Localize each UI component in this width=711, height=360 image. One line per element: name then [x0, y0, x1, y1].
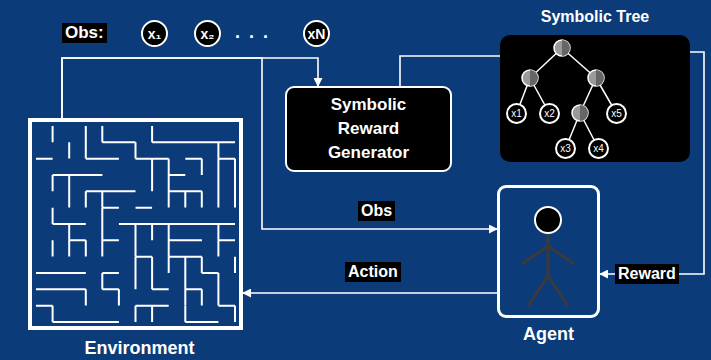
maze-drawing: [32, 122, 239, 326]
observation-circle: x₁: [141, 20, 168, 47]
edge-label: Reward: [615, 264, 679, 284]
node-text: x₁: [148, 27, 162, 41]
figure-leg: [548, 276, 568, 306]
maze-walls: [36, 126, 235, 322]
obs-heading: Obs:: [62, 23, 107, 43]
connector: [62, 58, 497, 229]
internal-node: [554, 40, 570, 56]
observation-circle: xN: [303, 20, 330, 47]
agent-box: Agent: [497, 185, 600, 318]
leaf-circle: x5: [606, 103, 627, 124]
stick-figure: [500, 188, 597, 315]
figure-arm: [522, 246, 548, 264]
tree-panel: Symbolic Treex1x2x5x3x4: [500, 35, 690, 162]
figure-leg: [528, 276, 548, 306]
node-text: x₂: [200, 27, 214, 41]
figure-body: [547, 233, 550, 276]
node-text: x4: [593, 144, 604, 154]
node-text: Environment: [12, 338, 267, 359]
connector: [243, 292, 497, 294]
leaf-circle: x2: [539, 103, 560, 124]
node-text: x2: [544, 109, 555, 119]
figure-head: [535, 207, 561, 233]
internal-node-shade: [580, 105, 588, 121]
leaf-circle: x1: [506, 103, 527, 124]
node-text: x1: [511, 109, 522, 119]
connector: [400, 56, 500, 86]
node-text: x5: [611, 109, 622, 119]
edge-label: Obs: [358, 201, 395, 221]
maze-box: Environment: [28, 118, 243, 330]
node-text: xN: [308, 27, 326, 41]
node-text: Agent: [470, 324, 627, 345]
internal-node: [572, 105, 588, 121]
internal-node: [588, 70, 604, 86]
process-box: Symbolic Reward Generator: [285, 86, 452, 172]
leaf-circle: x4: [588, 138, 609, 159]
internal-node-shade: [530, 70, 538, 86]
connector: [62, 58, 318, 118]
observation-circle: x₂: [194, 20, 221, 47]
internal-node-shade: [596, 70, 604, 86]
node-text: Symbolic Tree: [500, 8, 690, 26]
leaf-circle: x3: [555, 138, 576, 159]
internal-node: [522, 70, 538, 86]
ellipsis: . . .: [232, 22, 273, 42]
node-text: x3: [560, 144, 571, 154]
internal-node-shade: [562, 40, 570, 56]
figure-arm: [548, 246, 574, 264]
edge-label: Action: [345, 262, 401, 282]
node-text: Symbolic Reward Generator: [314, 93, 424, 165]
